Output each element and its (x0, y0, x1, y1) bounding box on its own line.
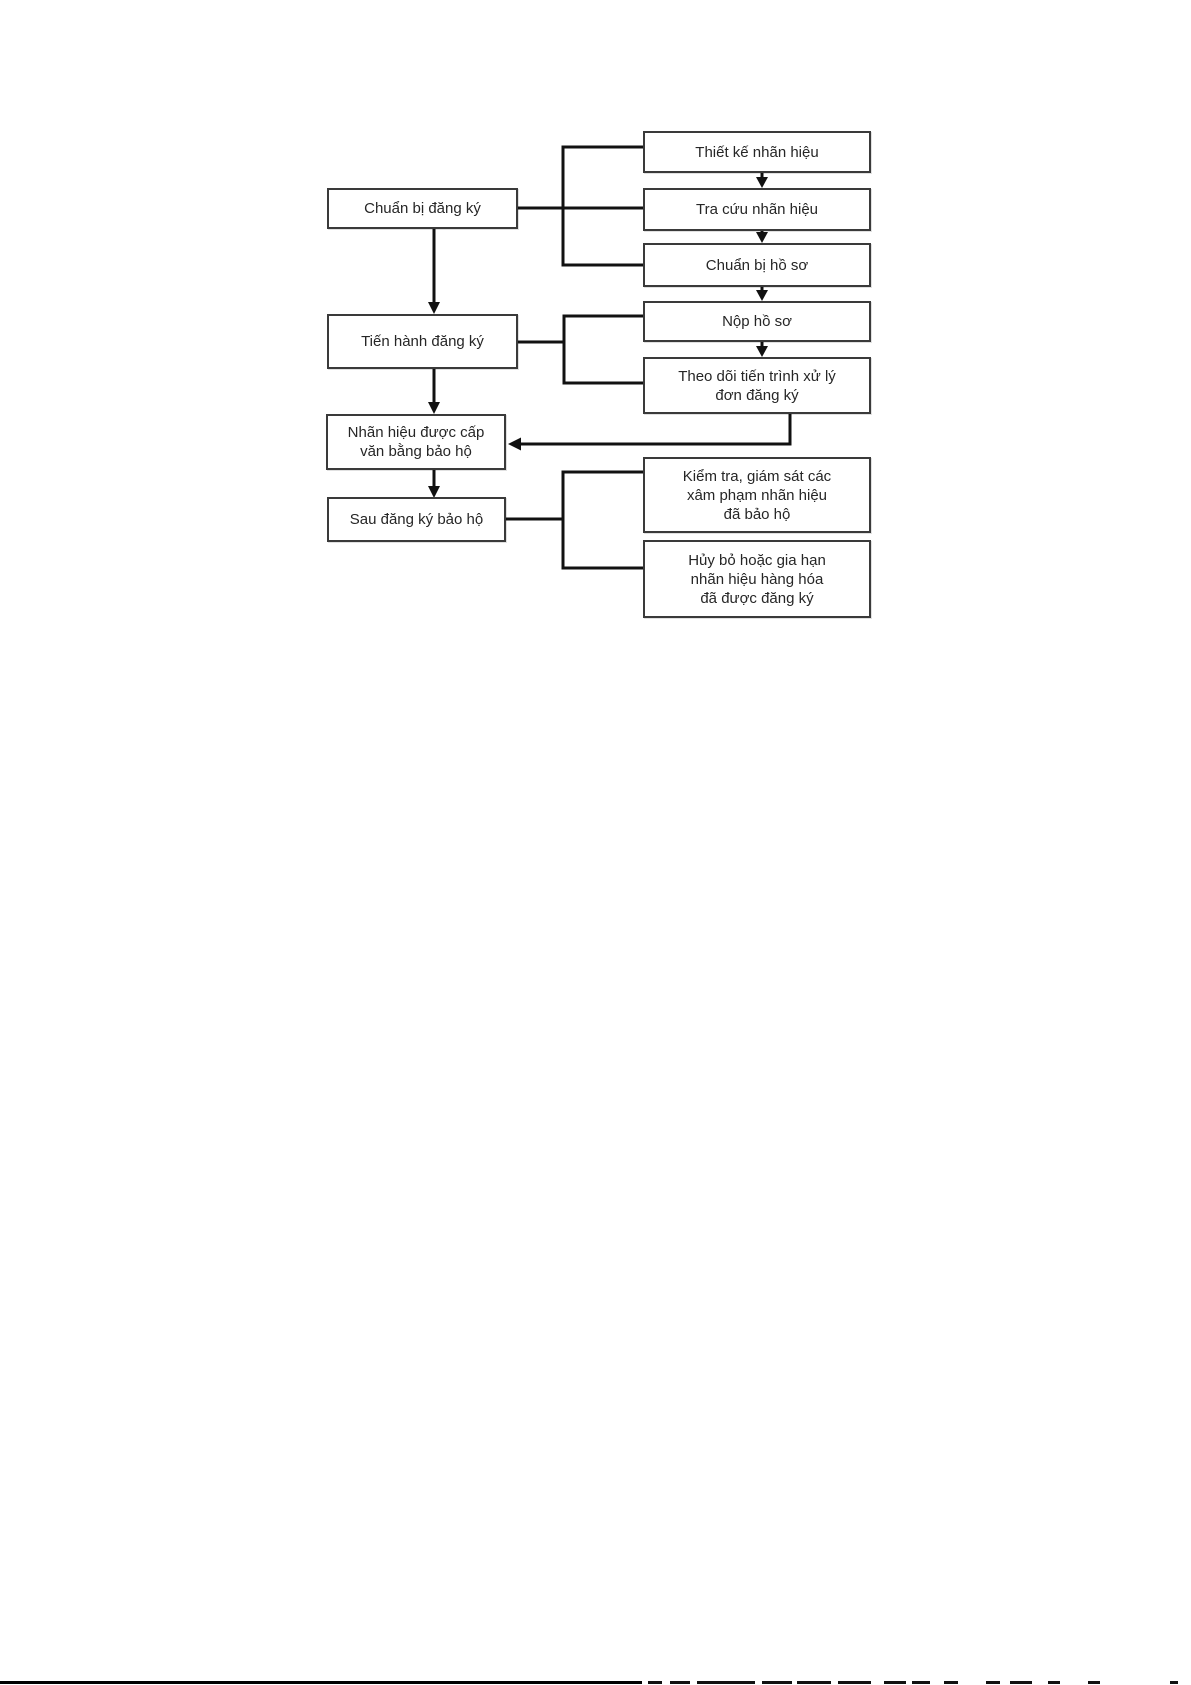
node-tra-cuu-nhan-hieu: Tra cứu nhãn hiệu (643, 188, 871, 231)
node-nhan-hieu-duoc-cap: Nhãn hiệu được cấp văn bằng bảo hộ (326, 414, 506, 470)
node-label: Tra cứu nhãn hiệu (695, 201, 819, 218)
node-chuan-bi-ho-so: Chuẩn bị hồ sơ (643, 243, 871, 287)
node-thiet-ke-nhan-hieu: Thiết kế nhãn hiệu (643, 131, 871, 173)
node-theo-doi-tien-trinh: Theo dõi tiến trình xử lý đơn đăng ký (643, 357, 871, 414)
node-label: Thiết kế nhãn hiệu (695, 143, 819, 161)
node-huy-bo-hoac-gia-han: Hủy bỏ hoặc gia hạn nhãn hiệu hàng hóa đ… (643, 540, 871, 618)
node-label: Kiểm tra, giám sát các xâm phạm nhãn hiệ… (682, 467, 832, 523)
node-tien-hanh-dang-ky: Tiến hành đăng ký (327, 314, 518, 369)
node-label: Nhãn hiệu được cấp văn bằng bảo hộ (347, 424, 485, 460)
node-nop-ho-so: Nộp hồ sơ (643, 301, 871, 342)
node-chuan-bi-dang-ky: Chuẩn bị đăng ký (327, 188, 518, 229)
node-label: Chuẩn bị hồ sơ (705, 256, 809, 274)
node-sau-dang-ky-bao-ho: Sau đăng ký bảo hộ (327, 497, 506, 542)
node-kiem-tra-giam-sat: Kiểm tra, giám sát các xâm phạm nhãn hiệ… (643, 457, 871, 533)
node-label: Tiến hành đăng ký (361, 333, 484, 350)
node-label: Theo dõi tiến trình xử lý đơn đăng ký (678, 367, 836, 404)
node-label: Chuẩn bị đăng ký (364, 200, 481, 217)
node-label: Sau đăng ký bảo hộ (349, 511, 484, 528)
node-label: Hủy bỏ hoặc gia hạn nhãn hiệu hàng hóa đ… (688, 551, 826, 607)
node-label: Nộp hồ sơ (722, 313, 792, 330)
